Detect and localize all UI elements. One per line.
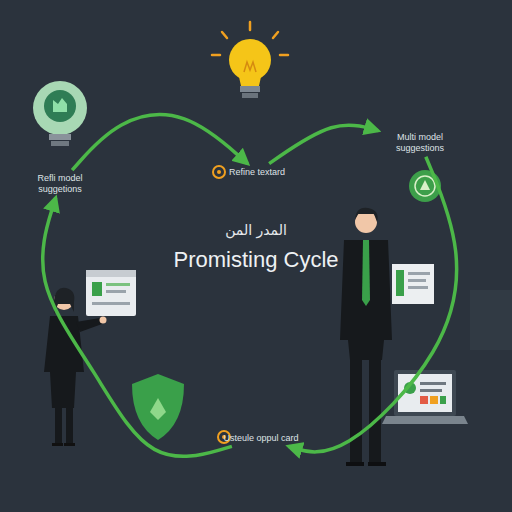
step-text: Usteule oppul card: [223, 433, 298, 444]
small-icon: [213, 166, 225, 178]
cycle-arrow: [289, 157, 457, 452]
cycle-step: Refine textard: [229, 167, 285, 178]
step-text: Refine textard: [229, 167, 285, 178]
step-text: Multi model suggestions: [381, 132, 459, 154]
shield-icon: [132, 374, 184, 440]
green-bulb-icon: [33, 81, 87, 146]
heading-label: المدر المن: [225, 222, 287, 238]
cycle-step: Refli model suggetions: [21, 173, 99, 195]
step-text: Refli model suggetions: [21, 173, 99, 195]
cycle-step: Multi model suggestions: [381, 132, 459, 154]
lightbulb-icon: [212, 22, 288, 98]
cycle-arrow: [269, 125, 378, 164]
cycle-arrow: [72, 115, 247, 170]
background-shelf: [470, 290, 512, 350]
document-icon: [392, 264, 434, 304]
diagram-title: Promisting Cycle: [166, 246, 346, 274]
laptop-icon: [382, 370, 468, 424]
cycle-arrow: [43, 198, 232, 457]
small-icon-dot: [217, 170, 221, 174]
cycle-step: Usteule oppul card: [223, 433, 298, 444]
